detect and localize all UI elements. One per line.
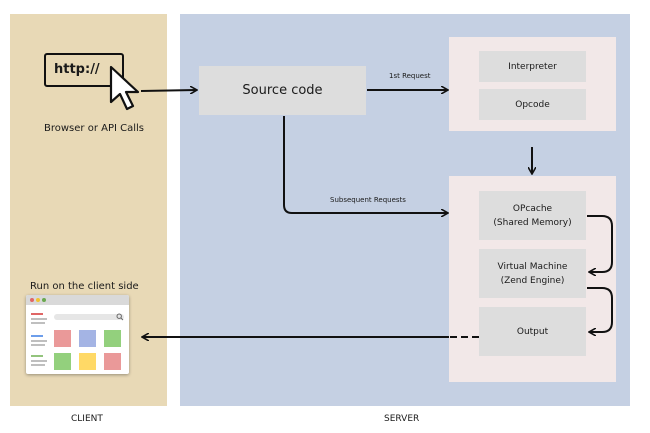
browser-titlebar xyxy=(26,295,129,305)
opcache-box: OPcache (Shared Memory) xyxy=(479,191,586,240)
virtual-machine-sublabel: (Zend Engine) xyxy=(500,275,565,286)
sidebar-line xyxy=(31,355,43,357)
opcache-label: OPcache xyxy=(512,203,553,214)
sidebar-line xyxy=(31,364,45,366)
output-box: Output xyxy=(479,307,586,356)
virtual-machine-label: Virtual Machine xyxy=(497,261,568,272)
arrow-opcache-to-vm xyxy=(587,215,613,272)
source-code-box: Source code xyxy=(199,66,366,115)
url-text: http:// xyxy=(54,62,100,77)
opcache-sublabel: (Shared Memory) xyxy=(493,217,572,228)
client-footer: CLIENT xyxy=(71,414,103,424)
cursor-arrow-icon xyxy=(109,65,140,111)
content-tile xyxy=(104,353,121,370)
window-dot-yellow xyxy=(36,298,40,302)
interpreter-box: Interpreter xyxy=(479,51,586,82)
interpreter-label: Interpreter xyxy=(508,61,557,72)
sidebar-line xyxy=(31,322,45,324)
opcode-box: Opcode xyxy=(479,89,586,120)
sidebar-line xyxy=(31,318,47,320)
sidebar-line xyxy=(31,344,45,346)
search-icon xyxy=(116,313,124,321)
sidebar-line xyxy=(31,335,43,337)
arrow-subsequent-requests xyxy=(283,116,447,213)
first-request-label: 1st Request xyxy=(389,72,431,80)
window-dot-green xyxy=(42,298,46,302)
window-dot-red xyxy=(30,298,34,302)
run-caption: Run on the client side xyxy=(30,281,139,292)
content-tile xyxy=(79,353,96,370)
source-code-label: Source code xyxy=(242,83,323,98)
browser-window-icon xyxy=(26,295,129,374)
content-tile xyxy=(54,353,71,370)
browser-searchbar xyxy=(54,314,124,320)
content-tile xyxy=(54,330,71,347)
output-label: Output xyxy=(516,326,549,337)
sidebar-line xyxy=(31,313,43,315)
sidebar-line xyxy=(31,360,47,362)
server-footer: SERVER xyxy=(384,414,420,424)
sidebar-line xyxy=(31,340,47,342)
arrow-vm-to-output xyxy=(587,287,613,332)
content-tile xyxy=(79,330,96,347)
content-tile xyxy=(104,330,121,347)
url-box xyxy=(44,53,124,87)
opcode-label: Opcode xyxy=(515,99,550,110)
subsequent-requests-label: Subsequent Requests xyxy=(330,196,406,204)
arrow-browser-to-source xyxy=(140,90,196,91)
virtual-machine-box: Virtual Machine (Zend Engine) xyxy=(479,249,586,298)
browser-caption: Browser or API Calls xyxy=(44,123,144,134)
